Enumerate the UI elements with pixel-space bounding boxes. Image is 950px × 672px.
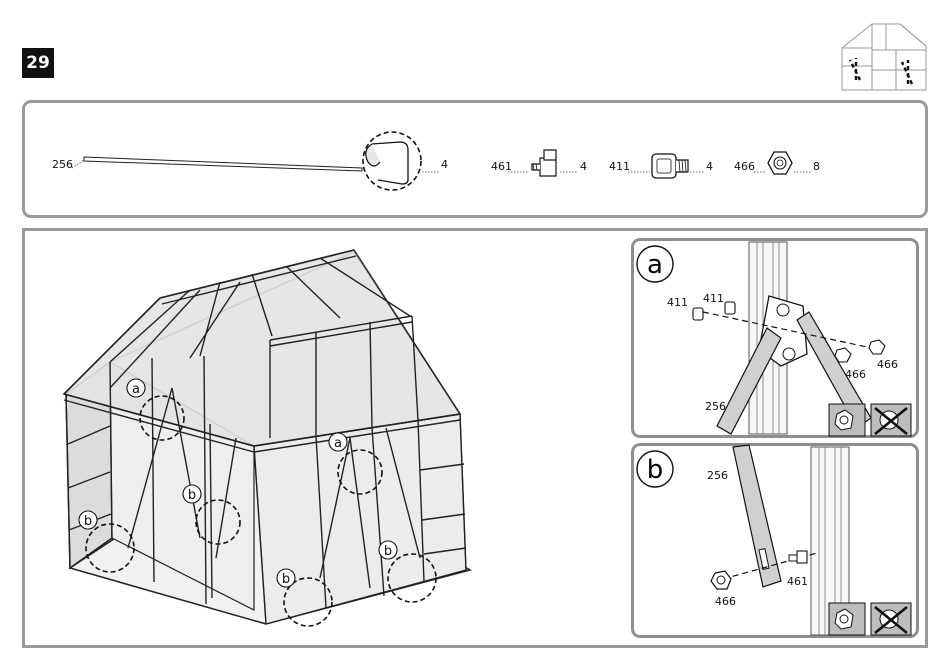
detail-a-label-256: 256 <box>705 400 726 413</box>
greenhouse-assembly-drawing: a a b b b b <box>40 238 480 638</box>
part-256-brace-icon <box>72 157 362 171</box>
part-number-411: 411 <box>609 160 630 173</box>
incorrect-bolt-icon <box>871 603 911 635</box>
callout-b-2: b <box>188 488 196 503</box>
part-qty-411: 4 <box>706 160 713 173</box>
detail-b-drawing: b 256 461 466 <box>631 443 919 638</box>
part-number-466: 466 <box>734 160 755 173</box>
detail-a-label-466-1: 466 <box>845 368 866 381</box>
part-qty-461: 4 <box>580 160 587 173</box>
step-number: 29 <box>22 48 54 78</box>
part-461-tbolt-icon <box>532 150 556 176</box>
detail-a-label-466-2: 466 <box>877 358 898 371</box>
part-466-nut-icon <box>768 152 792 174</box>
part-qty-256: 4 <box>441 158 448 171</box>
incorrect-bolt-icon <box>871 404 911 436</box>
callout-a-2: a <box>334 436 342 451</box>
correct-bolt-icon <box>829 404 865 436</box>
part-number-461: 461 <box>491 160 512 173</box>
detail-a-letter: a <box>647 250 663 280</box>
detail-b-label-461: 461 <box>787 575 808 588</box>
detail-b-label-466: 466 <box>715 595 736 608</box>
part-qty-466: 8 <box>813 160 820 173</box>
detail-a-label-411-2: 411 <box>703 292 724 305</box>
callout-a-1: a <box>132 382 140 397</box>
detail-b-label-256: 256 <box>707 469 728 482</box>
greenhouse-thumbnail-icon <box>836 20 932 94</box>
callout-b-3: b <box>282 572 290 587</box>
part-411-bolt-icon <box>652 154 688 178</box>
detail-b-letter: b <box>647 455 664 485</box>
callout-b-1: b <box>84 514 92 529</box>
callout-b-4: b <box>384 544 392 559</box>
correct-bolt-icon <box>829 603 865 635</box>
detail-a-drawing: a 411 411 466 466 256 <box>631 238 919 438</box>
parts-list-drawing <box>22 100 928 218</box>
part-number-256: 256 <box>52 158 73 171</box>
detail-a-label-411-1: 411 <box>667 296 688 309</box>
